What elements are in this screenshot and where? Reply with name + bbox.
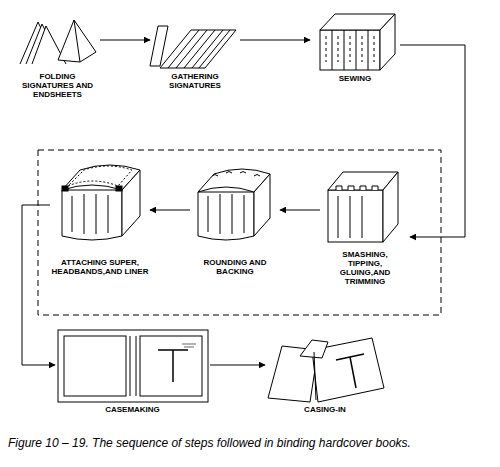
- flow-arrow: [22, 205, 55, 365]
- signature-line: [344, 30, 345, 70]
- process-step: SMASHING, TIPPING, GLUING,AND TRIMMING: [320, 160, 410, 286]
- cover-lettering: [182, 344, 196, 347]
- backing-ridge: [212, 172, 260, 177]
- signature-line: [350, 196, 351, 238]
- signature-stack: [160, 30, 236, 68]
- signature-line: [208, 194, 244, 234]
- signature-edge: [199, 30, 230, 68]
- step-label: CASING-IN: [275, 405, 375, 414]
- folded-sheet: [58, 20, 96, 62]
- flow-arrow: [400, 45, 465, 237]
- sewing-thread: [326, 36, 374, 62]
- step-label: ATTACHING SUPER, HEADBANDS,AND LINER: [50, 258, 150, 276]
- signature-line: [356, 30, 357, 70]
- spine-strip: [130, 336, 131, 396]
- cover-stamp: [336, 354, 364, 388]
- illustration-space: [190, 160, 280, 258]
- cover-board: [64, 336, 126, 396]
- illustration-space: [265, 325, 385, 405]
- process-step: ATTACHING SUPER, HEADBANDS,AND LINER: [50, 160, 150, 276]
- flow-arrow: [210, 365, 265, 366]
- flow-arrow: [150, 210, 190, 211]
- illustration-space: [15, 12, 100, 72]
- illustration-space: [50, 160, 150, 258]
- book-block-side: [380, 14, 395, 70]
- smashing-illustration: [328, 172, 398, 242]
- cover-stamp: [158, 350, 188, 382]
- book-block-side: [383, 172, 398, 242]
- attaching-illustration: [62, 165, 140, 240]
- step-label: ROUNDING AND BACKING: [195, 258, 275, 276]
- book-block-front: [62, 190, 122, 240]
- illustration-space: [320, 160, 410, 250]
- book-block-side: [122, 170, 140, 236]
- headband: [62, 186, 68, 191]
- process-step: SEWING: [310, 8, 400, 83]
- casing-in-illustration: [268, 338, 384, 402]
- cover-board: [140, 336, 202, 396]
- process-step: GATHERING SIGNATURES: [150, 12, 240, 90]
- book-block-front: [198, 192, 254, 240]
- sewing-illustration: [320, 14, 395, 70]
- folding-illustration: [20, 20, 96, 64]
- signature-edge: [176, 30, 207, 68]
- flow-arrow: [240, 40, 310, 41]
- signature-sheet: [150, 26, 168, 66]
- step-label: CASEMAKING: [83, 405, 183, 414]
- signature-line: [338, 196, 339, 238]
- spine-strip: [136, 336, 137, 396]
- gathering-illustration: [150, 26, 236, 68]
- figure-caption: Figure 10 – 19. The sequence of steps fo…: [8, 436, 498, 450]
- signature-line: [362, 196, 363, 238]
- spine-line: [314, 352, 316, 400]
- rounding-illustration: [198, 169, 270, 240]
- step-label: SMASHING, TIPPING, GLUING,AND TRIMMING: [334, 250, 396, 286]
- signature-edge: [192, 30, 223, 68]
- step-label: SEWING: [315, 74, 395, 83]
- process-step: CASEMAKING: [55, 325, 210, 414]
- headband: [116, 186, 122, 191]
- signature-edge: [168, 30, 199, 68]
- signature-line: [332, 30, 333, 70]
- illustration-space: [150, 12, 240, 72]
- illustration-space: [310, 8, 400, 74]
- casemaking-illustration: [58, 330, 208, 402]
- illustration-space: [55, 325, 210, 405]
- process-step: CASING-IN: [265, 325, 385, 414]
- step-label: GATHERING SIGNATURES: [155, 72, 235, 90]
- dashed-group-box: [38, 150, 441, 315]
- signature-line: [368, 30, 369, 70]
- process-step: FOLDING SIGNATURES AND ENDSHEETS: [15, 12, 100, 99]
- flow-arrow: [280, 210, 320, 211]
- step-label: FOLDING SIGNATURES AND ENDSHEETS: [18, 72, 98, 99]
- fold-line: [74, 20, 80, 62]
- tipped-sheet: [336, 186, 378, 190]
- book-block-front: [320, 30, 380, 70]
- book-block-front: [328, 190, 383, 242]
- flow-arrow: [100, 40, 150, 41]
- cover-material: [58, 330, 208, 402]
- signature-line: [72, 194, 108, 234]
- signature-edge: [184, 30, 215, 68]
- process-step: ROUNDING AND BACKING: [190, 160, 280, 276]
- super-cloth: [68, 166, 132, 186]
- book-block-side: [254, 174, 270, 236]
